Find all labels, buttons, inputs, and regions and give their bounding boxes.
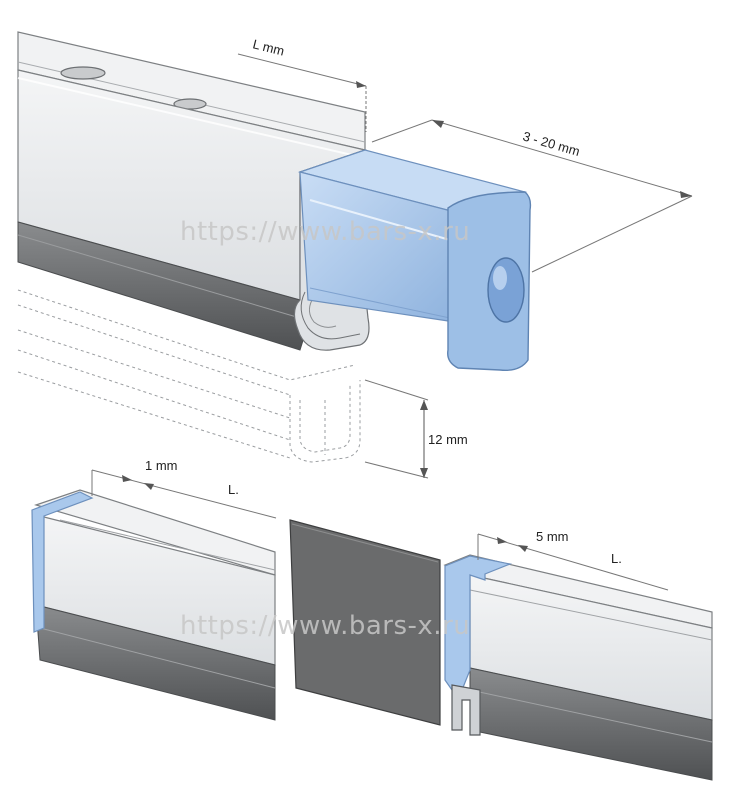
glass-panel (289, 519, 441, 726)
mounting-hole (60, 66, 106, 80)
label-gap-1mm: 1 mm (145, 458, 178, 473)
ghost-profile (17, 289, 361, 463)
label-length-right: L. (611, 551, 622, 566)
dimension-height: 12 mm (364, 379, 468, 479)
bottom-right-profile (443, 554, 713, 781)
label-gap-5mm: 5 mm (536, 529, 569, 544)
bottom-right-end-cap (444, 555, 513, 691)
watermark-top: https://www.bars-x.ru (180, 217, 470, 247)
end-cap (297, 149, 532, 371)
panel-clamp (451, 684, 481, 736)
watermark-bottom: https://www.bars-x.ru (180, 611, 470, 641)
dimension-5mm: 5 mm L. (477, 529, 669, 591)
dimension-1mm: 1 mm L. (91, 458, 277, 519)
label-length-left: L. (228, 482, 239, 497)
bottom-left-gasket (35, 604, 276, 721)
bottom-left-profile (31, 489, 276, 721)
label-height: 12 mm (428, 432, 468, 447)
mounting-hole (173, 98, 207, 110)
end-cap-knob (487, 257, 525, 323)
bottom-left-end-cap (31, 491, 94, 633)
label-l-mm: L mm (251, 36, 286, 58)
